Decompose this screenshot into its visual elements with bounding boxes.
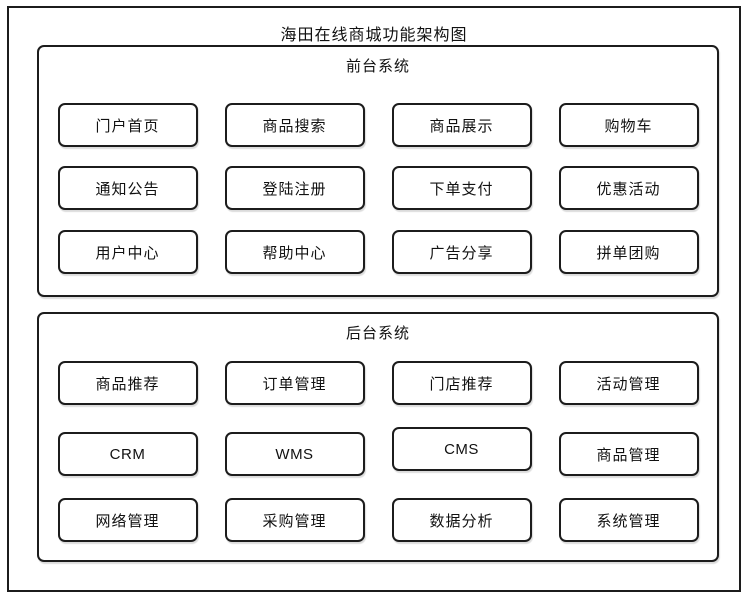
box-portal-home: 门户首页 (57, 103, 198, 147)
section-frontend-system: 前台系统 门户首页 商品搜索 商品展示 购物车 通知公告 登陆注册 下单支付 优… (37, 45, 719, 297)
backend-row-1: 商品推荐 订单管理 门店推荐 活动管理 (39, 361, 717, 405)
backend-section-title: 后台系统 (345, 326, 410, 342)
frontend-row-2: 通知公告 登陆注册 下单支付 优惠活动 (39, 166, 717, 210)
outer-frame: 海田在线商城功能架构图 前台系统 门户首页 商品搜索 商品展示 购物车 通知公告… (7, 6, 741, 592)
frontend-row-1: 门户首页 商品搜索 商品展示 购物车 (39, 103, 717, 147)
box-crm: CRM (57, 432, 198, 476)
box-shopping-cart: 购物车 (558, 103, 699, 147)
frontend-section-title: 前台系统 (345, 59, 410, 75)
box-login-register: 登陆注册 (224, 166, 365, 210)
box-label: 登陆注册 (262, 181, 327, 198)
box-promotions: 优惠活动 (558, 166, 699, 210)
box-label: 门店推荐 (429, 376, 494, 393)
box-product-management: 商品管理 (558, 432, 699, 476)
box-system-management: 系统管理 (558, 498, 699, 542)
box-label: 商品搜索 (262, 118, 327, 135)
box-label: 网络管理 (95, 513, 160, 530)
box-cms: CMS (391, 427, 532, 471)
backend-row-3: 网络管理 采购管理 数据分析 系统管理 (39, 498, 717, 542)
box-group-buying: 拼单团购 (558, 230, 699, 274)
box-product-recommendation: 商品推荐 (57, 361, 198, 405)
box-label: CRM (109, 445, 146, 463)
box-label: CMS (444, 440, 479, 458)
box-label: 商品展示 (429, 118, 494, 135)
box-label: 采购管理 (262, 513, 327, 530)
box-procurement-management: 采购管理 (224, 498, 365, 542)
box-store-recommendation: 门店推荐 (391, 361, 532, 405)
frontend-row-3: 用户中心 帮助中心 广告分享 拼单团购 (39, 230, 717, 274)
box-help-center: 帮助中心 (224, 230, 365, 274)
box-label: 订单管理 (262, 376, 327, 393)
box-activity-management: 活动管理 (558, 361, 699, 405)
box-order-management: 订单管理 (224, 361, 365, 405)
section-backend-system: 后台系统 商品推荐 订单管理 门店推荐 活动管理 CRM WMS CMS 商品管… (37, 312, 719, 562)
box-order-payment: 下单支付 (391, 166, 532, 210)
box-label: 活动管理 (596, 376, 661, 393)
box-label: 广告分享 (429, 245, 494, 262)
box-label: 系统管理 (596, 513, 661, 530)
box-network-management: 网络管理 (57, 498, 198, 542)
diagram-title: 海田在线商城功能架构图 (280, 27, 468, 44)
box-label: 购物车 (604, 118, 653, 135)
box-label: 下单支付 (429, 181, 494, 198)
box-label: 通知公告 (95, 181, 160, 198)
box-label: WMS (275, 445, 314, 463)
box-label: 优惠活动 (596, 181, 661, 198)
box-user-center: 用户中心 (57, 230, 198, 274)
box-label: 门户首页 (95, 118, 160, 135)
box-ad-sharing: 广告分享 (391, 230, 532, 274)
box-label: 帮助中心 (262, 245, 327, 262)
box-label: 商品管理 (596, 447, 661, 464)
box-product-display: 商品展示 (391, 103, 532, 147)
box-product-search: 商品搜索 (224, 103, 365, 147)
backend-row-2: CRM WMS CMS 商品管理 (39, 427, 717, 476)
box-label: 拼单团购 (596, 245, 661, 262)
box-notice-announcement: 通知公告 (57, 166, 198, 210)
box-wms: WMS (224, 432, 365, 476)
box-data-analysis: 数据分析 (391, 498, 532, 542)
box-label: 数据分析 (429, 513, 494, 530)
box-label: 用户中心 (95, 245, 160, 262)
box-label: 商品推荐 (95, 376, 160, 393)
